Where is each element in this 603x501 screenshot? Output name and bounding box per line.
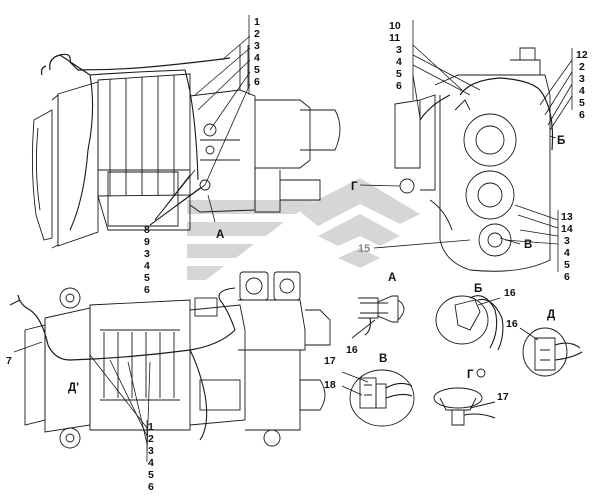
view-d-main: Д' xyxy=(68,382,79,394)
detail-g xyxy=(433,368,496,426)
label-6-left: 6 xyxy=(144,284,150,296)
label-5-tr: 5 xyxy=(396,68,402,80)
label-5-fr: 5 xyxy=(579,97,585,109)
label-11: 11 xyxy=(389,32,400,44)
view-d-detail: Д xyxy=(547,309,555,321)
watermark-logo xyxy=(187,178,420,280)
label-9: 9 xyxy=(144,236,150,248)
label-15: 15 xyxy=(358,243,370,255)
view-letters: А А Б Б В В Г Г Д' Д xyxy=(68,135,565,394)
detail-a xyxy=(351,295,405,339)
label-2-top: 2 xyxy=(254,28,260,40)
label-6-bottom: 6 xyxy=(148,481,154,493)
label-18: 18 xyxy=(324,379,336,391)
label-16-b: 16 xyxy=(504,287,516,299)
label-5-left: 5 xyxy=(144,272,150,284)
label-2-fr: 2 xyxy=(579,61,585,73)
label-2-bottom: 2 xyxy=(148,433,154,445)
callout-lines-right xyxy=(359,20,573,272)
label-5-bottom: 5 xyxy=(148,469,154,481)
label-1-top: 1 xyxy=(254,16,260,28)
label-17-a: 17 xyxy=(324,355,336,367)
view-a-main: А xyxy=(216,229,224,241)
label-4-left: 4 xyxy=(144,260,150,272)
label-4-tr: 4 xyxy=(396,56,402,68)
label-6-mr: 6 xyxy=(564,271,570,283)
detail-v xyxy=(341,369,415,427)
label-10: 10 xyxy=(389,20,401,32)
label-4-top: 4 xyxy=(254,52,260,64)
callout-lines-top xyxy=(149,15,251,226)
callout-labels: 1 2 3 4 5 6 8 9 3 4 5 6 10 11 3 4 5 6 12… xyxy=(6,16,588,493)
label-3-bottom: 3 xyxy=(148,445,154,457)
label-5-top: 5 xyxy=(254,64,260,76)
label-4-mr: 4 xyxy=(564,247,570,259)
label-3-fr: 3 xyxy=(579,73,585,85)
label-12: 12 xyxy=(576,49,588,61)
label-3-left: 3 xyxy=(144,248,150,260)
view-g-detail: Г xyxy=(467,369,474,381)
label-16-a: 16 xyxy=(346,344,358,356)
top-right-front-view xyxy=(394,47,554,272)
label-8: 8 xyxy=(144,224,150,236)
label-7: 7 xyxy=(6,355,12,367)
label-3-mr: 3 xyxy=(564,235,570,247)
view-v-main: В xyxy=(524,239,532,251)
bottom-left-engine-view xyxy=(9,271,331,449)
callout-lines-bottom xyxy=(13,341,151,462)
top-left-engine-view xyxy=(31,45,341,249)
label-17-b: 17 xyxy=(497,391,509,403)
label-6-top: 6 xyxy=(254,76,260,88)
view-g-main: Г xyxy=(351,181,358,193)
label-6-fr: 6 xyxy=(579,109,585,121)
label-3-tr: 3 xyxy=(396,44,402,56)
label-13: 13 xyxy=(561,211,573,223)
label-4-fr: 4 xyxy=(579,85,585,97)
label-1-bottom: 1 xyxy=(148,421,154,433)
label-3-top: 3 xyxy=(254,40,260,52)
view-b-main: Б xyxy=(557,135,565,147)
label-14: 14 xyxy=(561,223,573,235)
label-6-tr: 6 xyxy=(396,80,402,92)
label-16-c: 16 xyxy=(506,318,518,330)
view-a-detail: А xyxy=(388,272,396,284)
view-b-detail: Б xyxy=(474,283,482,295)
view-v-detail: В xyxy=(379,353,387,365)
detail-b xyxy=(435,295,504,351)
label-4-bottom: 4 xyxy=(148,457,154,469)
label-5-mr: 5 xyxy=(564,259,570,271)
detail-d xyxy=(519,327,583,377)
